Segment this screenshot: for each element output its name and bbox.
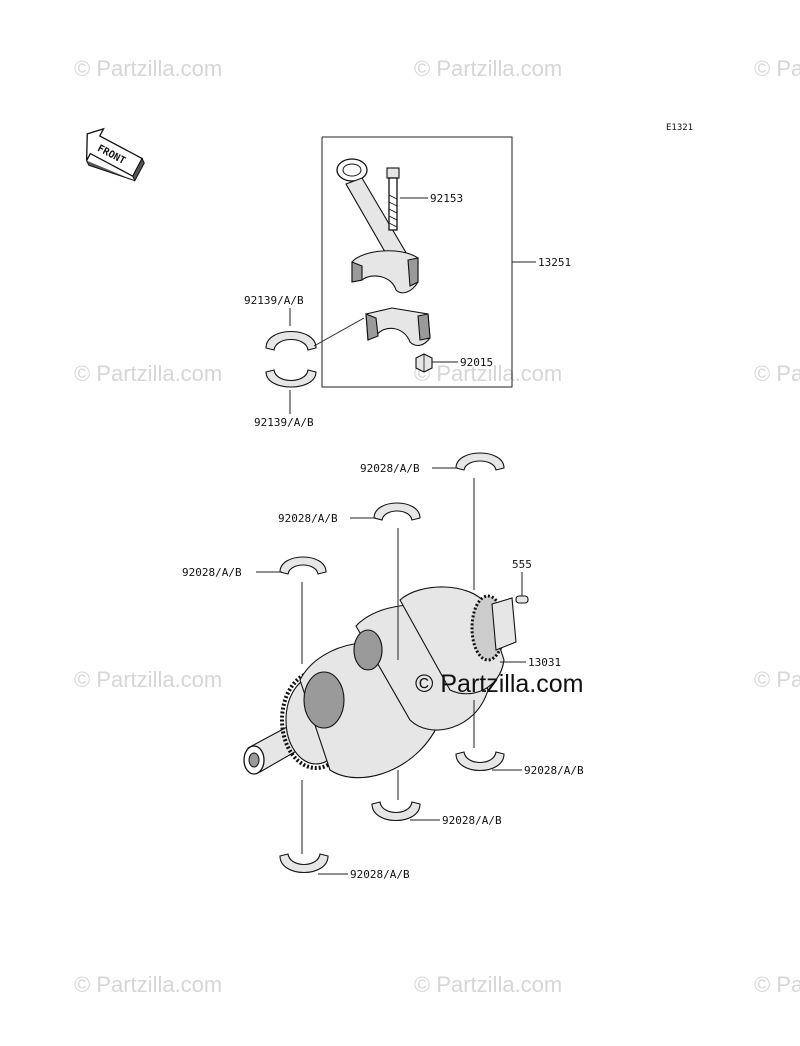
connecting-rod <box>336 158 419 294</box>
label-crankshaft[interactable]: 13031 <box>528 656 561 669</box>
rod-bearing-lower <box>265 369 317 388</box>
label-rod-bearing-upper[interactable]: 92139/A/B <box>244 294 304 307</box>
label-main-bearing-5[interactable]: 92028/A/B <box>442 814 502 827</box>
rod-cap <box>365 307 431 347</box>
main-bearing-1 <box>279 556 327 575</box>
watermark: © Partzilla.com <box>754 56 800 81</box>
label-rod-bearing-lower[interactable]: 92139/A/B <box>254 416 314 429</box>
con-rod-bolt <box>386 167 400 231</box>
main-bearing-6 <box>279 853 329 874</box>
main-bearing-3 <box>455 452 505 471</box>
watermark: © Partzilla.com <box>754 972 800 997</box>
rod-nut <box>415 353 433 373</box>
watermark: © Partzilla.com <box>74 361 223 386</box>
main-bearing-2 <box>373 502 421 521</box>
diagram-ref-code: E1321 <box>666 123 693 133</box>
main-bearing-5 <box>371 801 421 822</box>
front-arrow-icon: FRONT <box>85 127 145 182</box>
watermark: © Partzilla.com <box>74 56 223 81</box>
watermark-center: © Partzilla.com <box>415 670 584 698</box>
watermark: © Partzilla.com <box>754 361 800 386</box>
label-main-bearing-6[interactable]: 92028/A/B <box>350 868 410 881</box>
crankshaft <box>243 586 517 779</box>
watermark: © Partzilla.com <box>74 972 223 997</box>
watermark: © Partzilla.com <box>414 56 563 81</box>
label-con-rod-bolt[interactable]: 92153 <box>430 192 463 205</box>
rod-bearing-upper <box>265 330 317 351</box>
watermark: © Partzilla.com <box>74 667 223 692</box>
main-bearing-4 <box>455 751 505 772</box>
label-rod-nut[interactable]: 92015 <box>460 356 493 369</box>
watermark: © Partzilla.com <box>754 667 800 692</box>
label-main-bearing-3[interactable]: 92028/A/B <box>360 462 420 475</box>
label-main-bearing-2[interactable]: 92028/A/B <box>278 512 338 525</box>
label-con-rod-assy[interactable]: 13251 <box>538 256 571 269</box>
watermark: © Partzilla.com <box>414 972 563 997</box>
con-rod-assembly-box <box>321 136 513 388</box>
pin <box>515 595 529 604</box>
watermark: © Partzilla.com <box>414 361 563 386</box>
label-main-bearing-4[interactable]: 92028/A/B <box>524 764 584 777</box>
label-main-bearing-1[interactable]: 92028/A/B <box>182 566 242 579</box>
label-pin[interactable]: 555 <box>512 558 532 571</box>
